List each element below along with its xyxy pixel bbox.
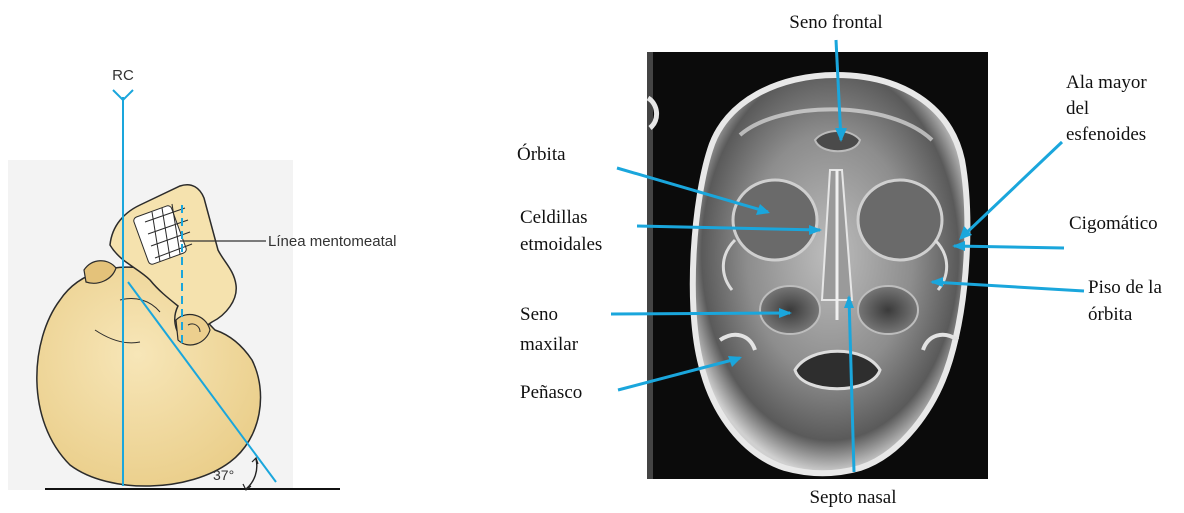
pointer-cigomatico [954, 246, 1064, 248]
label-piso-orbita-2: órbita [1088, 304, 1133, 325]
xray-skull [693, 75, 968, 473]
positioning-diagram: RC Línea mentomeatal 37° [0, 0, 480, 513]
pointer-seno-maxilar [611, 313, 790, 314]
label-seno-maxilar-1: Seno [520, 304, 558, 325]
label-cigomatico: Cigomático [1069, 213, 1158, 234]
label-penasco: Peñasco [520, 382, 582, 403]
xray-figure: Seno frontal Ala mayor del esfenoides Ór… [480, 0, 1184, 513]
label-seno-frontal: Seno frontal [789, 12, 882, 33]
label-celdillas-2: etmoidales [520, 234, 602, 255]
label-septo-nasal: Septo nasal [809, 487, 896, 508]
angle-label: 37° [213, 467, 234, 483]
xray-figure-svg: Seno frontal Ala mayor del esfenoides Ór… [480, 0, 1184, 513]
label-ala-mayor-2: del [1066, 98, 1089, 119]
label-piso-orbita-1: Piso de la [1088, 277, 1162, 298]
mentomeatal-line-label: Línea mentomeatal [268, 233, 396, 250]
label-seno-maxilar-2: maxilar [520, 334, 579, 355]
label-celdillas-1: Celdillas [520, 207, 588, 228]
xray-film-edge [647, 52, 653, 479]
central-ray-label: RC [112, 67, 134, 84]
label-ala-mayor-1: Ala mayor [1066, 72, 1147, 93]
label-orbita: Órbita [517, 143, 566, 165]
label-ala-mayor-3: esfenoides [1066, 124, 1146, 145]
positioning-diagram-svg: RC Línea mentomeatal 37° [0, 0, 480, 513]
